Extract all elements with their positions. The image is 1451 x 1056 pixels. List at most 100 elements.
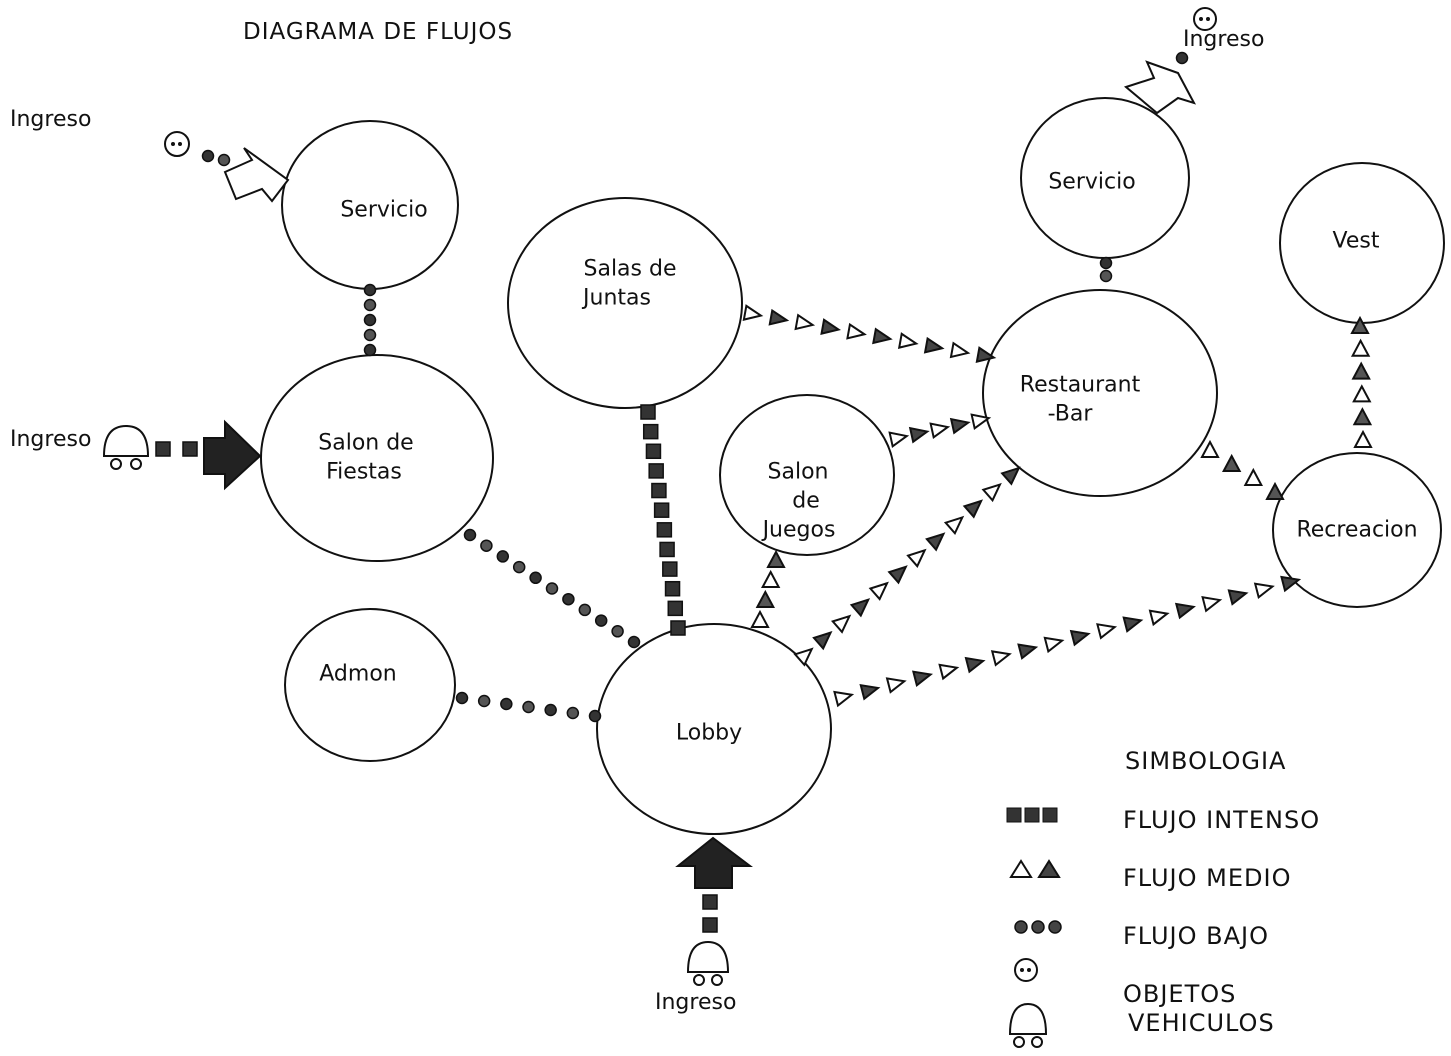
flow-lobby-recreacion-mark	[1017, 643, 1039, 660]
legend-heading: SIMBOLOGIA	[1125, 747, 1287, 775]
flow-lobby-juegos	[750, 549, 786, 628]
label-salon-fiestas-line1: Salon de	[318, 430, 414, 456]
flow-recreacion-vest-mark	[1353, 429, 1373, 448]
flow-fiestas-lobby-mark	[529, 571, 542, 585]
flow-salas-restaurant	[742, 304, 997, 363]
flow-entry-top-right-mark	[1175, 51, 1189, 65]
node-salon-fiestas	[260, 354, 494, 562]
entrance-label-top-right: Ingreso	[1183, 27, 1265, 52]
flow-restaurant-recreacion-mark	[1243, 467, 1264, 486]
node-lobby	[596, 623, 832, 835]
flow-fiestas-lobby-mark	[480, 539, 493, 552]
flow-lobby-restaurant-mark	[830, 614, 852, 634]
flow-entry-top-right	[1175, 51, 1189, 65]
flow-admon-lobby-mark	[500, 697, 513, 711]
flow-salas-restaurant-mark	[768, 308, 790, 326]
flow-entry-bottom	[702, 894, 718, 933]
flow-lobby-recreacion-mark	[1227, 589, 1249, 606]
node-admon	[284, 608, 456, 762]
flow-entry-top-left-mark	[201, 149, 215, 163]
node-recreacion	[1272, 452, 1442, 608]
node-restaurant-bar	[982, 289, 1218, 497]
flow-lobby-recreacion-mark	[1201, 596, 1223, 613]
flow-admon-lobby-mark	[544, 703, 557, 717]
entrance-label-top-left: Ingreso	[10, 107, 92, 132]
flow-recreacion-vest-mark	[1352, 407, 1373, 426]
label-servicio-left: Servicio	[340, 197, 428, 223]
flow-recreacion-vest-mark	[1350, 315, 1370, 334]
flow-lobby-recreacion-mark	[1253, 582, 1275, 600]
flow-lobby-restaurant-mark	[1000, 466, 1021, 486]
label-salas-juntas-line2: Juntas	[583, 285, 651, 311]
flow-lobby-recreacion-mark	[964, 656, 986, 674]
flow-lobby-recreacion-mark	[1174, 602, 1196, 620]
flow-servicio-fiestas	[363, 283, 377, 357]
entry-arrow-top-left	[223, 147, 290, 203]
flow-salas-lobby-mark	[653, 502, 670, 518]
diagram-title: DIAGRAMA DE FLUJOS	[243, 19, 514, 45]
flow-lobby-juegos-mark	[761, 569, 781, 588]
flow-salas-lobby-mark	[670, 620, 686, 636]
flow-fiestas-lobby-mark	[562, 592, 575, 606]
flow-salas-lobby-mark	[651, 482, 667, 499]
flow-servicio-fiestas-mark	[363, 298, 377, 312]
legend-item-flujo-bajo: FLUJO BAJO	[1123, 922, 1269, 950]
flow-lobby-restaurant	[793, 466, 1021, 667]
flow-lobby-recreacion	[833, 575, 1302, 708]
flow-salas-lobby-mark	[640, 404, 656, 420]
label-admon: Admon	[319, 661, 397, 687]
flow-salas-restaurant-mark	[820, 318, 841, 335]
label-lobby: Lobby	[675, 720, 743, 746]
flow-juegos-restaurant	[888, 413, 992, 449]
flow-lobby-restaurant-mark	[793, 647, 814, 667]
flow-entry-bottom-mark	[702, 917, 718, 933]
vehicle-legend-icon	[1008, 1002, 1048, 1048]
flow-salas-lobby-mark	[664, 580, 681, 597]
legend-item-objetos: OBJETOS	[1123, 980, 1237, 1008]
flow-servicio-fiestas-mark	[363, 343, 377, 357]
flow-lobby-recreacion-mark	[938, 663, 960, 681]
flow-juegos-restaurant-mark	[908, 426, 930, 444]
flow-lobby-restaurant-mark	[849, 598, 871, 618]
flow-salas-lobby-mark	[642, 423, 659, 440]
label-restaurant-line2: -Bar	[1047, 401, 1093, 427]
flow-restaurant-recreacion-mark	[1265, 481, 1285, 500]
flow-lobby-restaurant-mark	[943, 515, 965, 536]
flow-recreacion-vest-mark	[1350, 338, 1371, 357]
label-vest: Vest	[1332, 228, 1380, 254]
flow-servicio-fiestas-mark	[363, 283, 377, 297]
flow-lobby-recreacion-mark	[990, 650, 1012, 667]
object-icon-top-right	[1193, 7, 1217, 31]
flow-lobby-recreacion-mark	[859, 683, 881, 701]
flow-juegos-restaurant-mark	[970, 413, 992, 431]
flow-lobby-juegos-mark	[755, 589, 775, 608]
flow-lobby-recreacion-mark	[1096, 623, 1118, 640]
label-restaurant-line1: Restaurant	[1019, 372, 1141, 398]
flow-lobby-restaurant-mark	[906, 548, 927, 568]
flow-lobby-restaurant-mark	[887, 565, 908, 585]
flow-lobby-recreacion-mark	[833, 690, 855, 708]
flow-servicio-restaurant	[1099, 256, 1113, 283]
flow-salas-restaurant-mark	[794, 313, 816, 331]
flow-salas-restaurant-mark	[923, 336, 945, 354]
flow-lobby-juegos-mark	[766, 549, 786, 568]
flow-salas-lobby-mark	[656, 522, 673, 538]
flow-lobby-recreacion-mark	[912, 670, 934, 687]
flow-admon-lobby-mark	[455, 691, 469, 705]
flow-salas-lobby-mark	[662, 561, 678, 577]
entry-arrow-top-right	[1123, 60, 1197, 115]
flow-salas-restaurant-mark	[742, 304, 764, 321]
label-recreacion: Recreacion	[1296, 517, 1418, 543]
flow-servicio-fiestas-mark	[363, 313, 377, 327]
flow-fiestas-lobby-mark	[463, 528, 477, 542]
flow-admon-lobby-mark	[522, 700, 535, 714]
flow-entry-mid-left-mark	[182, 441, 198, 457]
flow-entry-mid-left-mark	[155, 441, 171, 457]
vehicle-icon-bottom	[686, 940, 730, 973]
flow-salas-restaurant-mark	[949, 341, 971, 359]
flow-fiestas-lobby	[463, 528, 641, 649]
flow-entry-mid-left	[155, 441, 198, 457]
label-salon-juegos-line3: Juegos	[762, 517, 836, 543]
flow-lobby-recreacion-mark	[1280, 575, 1302, 593]
